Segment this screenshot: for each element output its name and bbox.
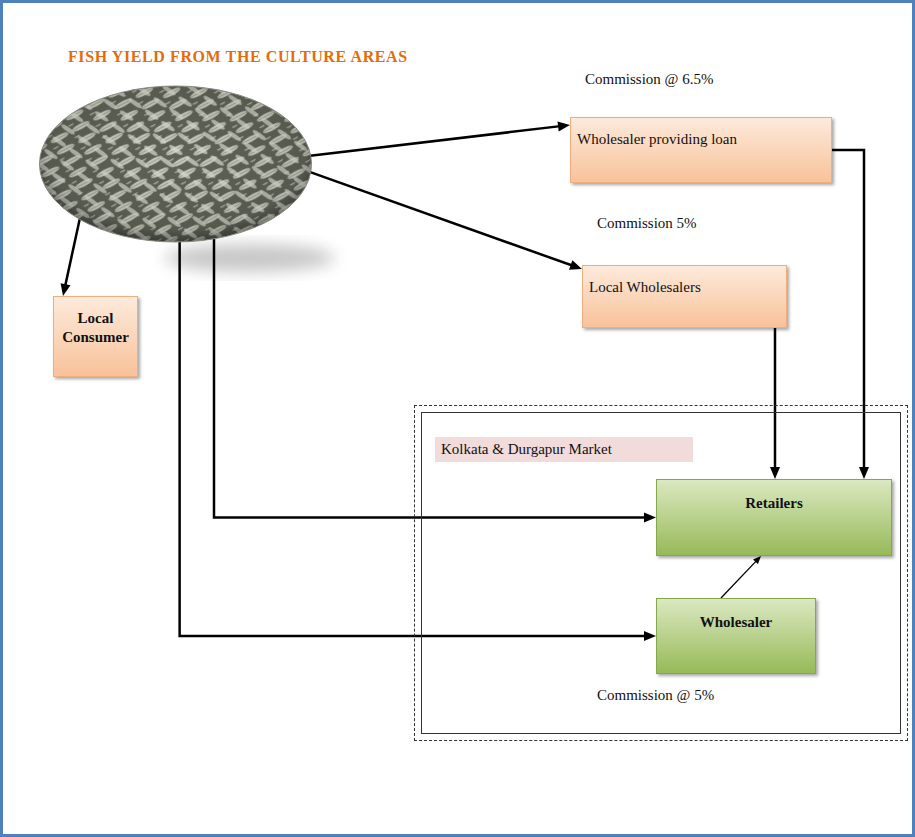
flow-arrow: [770, 328, 780, 479]
process-box: Local Consumer: [53, 296, 138, 377]
arrow-head: [753, 556, 761, 564]
flow-arrow: [61, 219, 80, 296]
flow-arrow: [832, 150, 869, 479]
source-ellipse: FISH YIELD FROM THE CULTURE AREAS: [38, 85, 313, 243]
market-box: Retailers: [656, 479, 892, 556]
commission-label: Commission 5%: [597, 214, 697, 233]
flow-line: [832, 150, 864, 469]
arrow-head: [859, 467, 869, 479]
arrow-head: [557, 121, 570, 131]
node-label: Local Wholesalers: [589, 278, 780, 297]
process-box: Local Wholesalers: [582, 265, 787, 328]
commission-label: Commission @ 6.5%: [585, 70, 713, 89]
flow-arrow: [310, 172, 582, 270]
ellipse-outline: [38, 85, 313, 243]
diagram-heading: FISH YIELD FROM THE CULTURE AREAS: [68, 47, 408, 67]
region-label: Kolkata & Durgapur Market: [435, 437, 693, 462]
arrow-head: [569, 260, 582, 269]
flow-line: [721, 561, 757, 598]
node-label: Wholesaler providing loan: [577, 130, 825, 149]
flow-arrow: [310, 121, 570, 155]
arrow-head: [644, 631, 656, 641]
process-box: Wholesaler providing loan: [570, 117, 832, 183]
flow-line: [310, 126, 560, 156]
node-label: Wholesaler: [665, 613, 807, 632]
market-box: Wholesaler: [656, 598, 816, 674]
arrow-head: [644, 512, 656, 522]
flow-line: [65, 219, 80, 286]
arrow-head: [61, 283, 71, 296]
flow-arrow: [721, 556, 761, 598]
flow-line: [310, 172, 573, 266]
arrow-head: [770, 467, 780, 479]
node-label: Local Consumer: [60, 309, 131, 347]
node-label: Retailers: [665, 494, 883, 513]
commission-label: Commission @ 5%: [597, 686, 714, 705]
flow-line: [774, 328, 777, 469]
